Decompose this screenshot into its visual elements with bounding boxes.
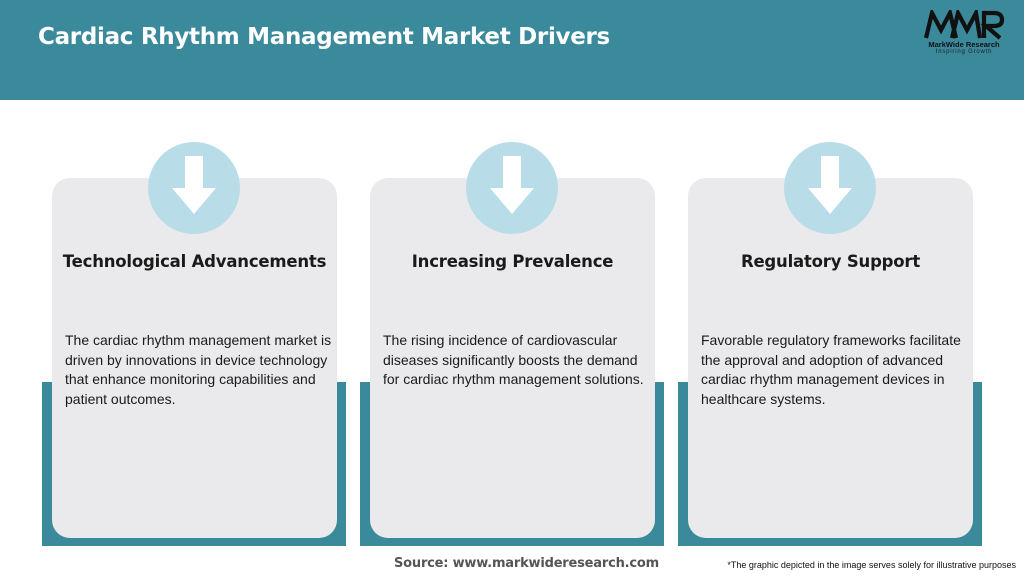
driver-card: Regulatory Support Favorable regulatory … [688,142,973,538]
mwr-logo-icon [923,10,1005,40]
disclaimer-note: *The graphic depicted in the image serve… [727,560,1016,570]
driver-column-regulatory: Regulatory Support Favorable regulatory … [678,142,992,548]
driver-title: Increasing Prevalence [411,252,614,271]
icon-circle [466,142,558,234]
source-credit: Source: www.markwideresearch.com [394,556,659,571]
logo-tagline: Inspiring Growth [935,49,993,55]
driver-description: The rising incidence of cardiovascular d… [383,332,644,387]
logo-name: MarkWide Research [928,40,1000,49]
arrow-down-icon [172,156,216,214]
driver-card: Increasing Prevalence The rising inciden… [370,142,655,538]
page-title: Cardiac Rhythm Management Market Drivers [38,24,610,50]
driver-title: Technological Advancements [62,252,327,271]
icon-circle [148,142,240,234]
driver-card: Technological Advancements The cardiac r… [52,142,337,538]
arrow-down-icon [490,156,534,214]
arrow-down-icon [808,156,852,214]
driver-description: The cardiac rhythm management market is … [65,332,332,407]
driver-column-prevalence: Increasing Prevalence The rising inciden… [360,142,674,548]
driver-column-technological: Technological Advancements The cardiac r… [42,142,356,548]
driver-title: Regulatory Support [740,252,921,271]
driver-description: Favorable regulatory frameworks facilita… [701,332,961,407]
header-banner: Cardiac Rhythm Management Market Drivers… [0,0,1024,100]
icon-circle [784,142,876,234]
company-logo: MarkWide Research Inspiring Growth [916,10,1012,58]
